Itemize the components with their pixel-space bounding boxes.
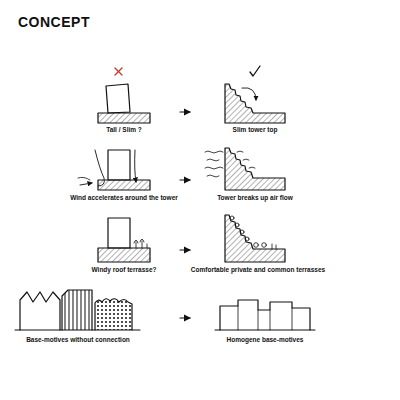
sketch-caption: Comfortable private and common terrasses — [191, 266, 325, 273]
base-motives-mixed — [15, 290, 140, 330]
check-mark — [250, 66, 260, 76]
tower-breaks-airflow — [205, 148, 285, 190]
wind-around-tower — [78, 150, 150, 190]
sketch-caption: Windy roof terrasse? — [92, 266, 157, 273]
arrow — [180, 179, 190, 180]
slim-tower-top — [225, 84, 285, 123]
homogene-base-motives — [215, 300, 315, 330]
sketch-caption: Tower breaks up air flow — [217, 194, 293, 201]
terraced-tower — [225, 215, 285, 262]
sketch-caption: Wind accelerates around the tower — [70, 194, 178, 201]
sketch-caption: Base-motives without connection — [26, 336, 130, 343]
arrow — [180, 317, 190, 318]
arrow — [180, 111, 190, 112]
sketch-caption: Homogene base-motives — [227, 336, 304, 343]
page-title: CONCEPT — [18, 14, 90, 30]
tall-slim-tower — [98, 84, 150, 123]
sketch-caption: Slim tower top — [233, 126, 278, 133]
windy-roof-terrace — [98, 218, 150, 262]
arrow — [180, 249, 190, 250]
cross-mark — [115, 68, 122, 75]
sketch-caption: Tall / Slim ? — [106, 126, 142, 133]
